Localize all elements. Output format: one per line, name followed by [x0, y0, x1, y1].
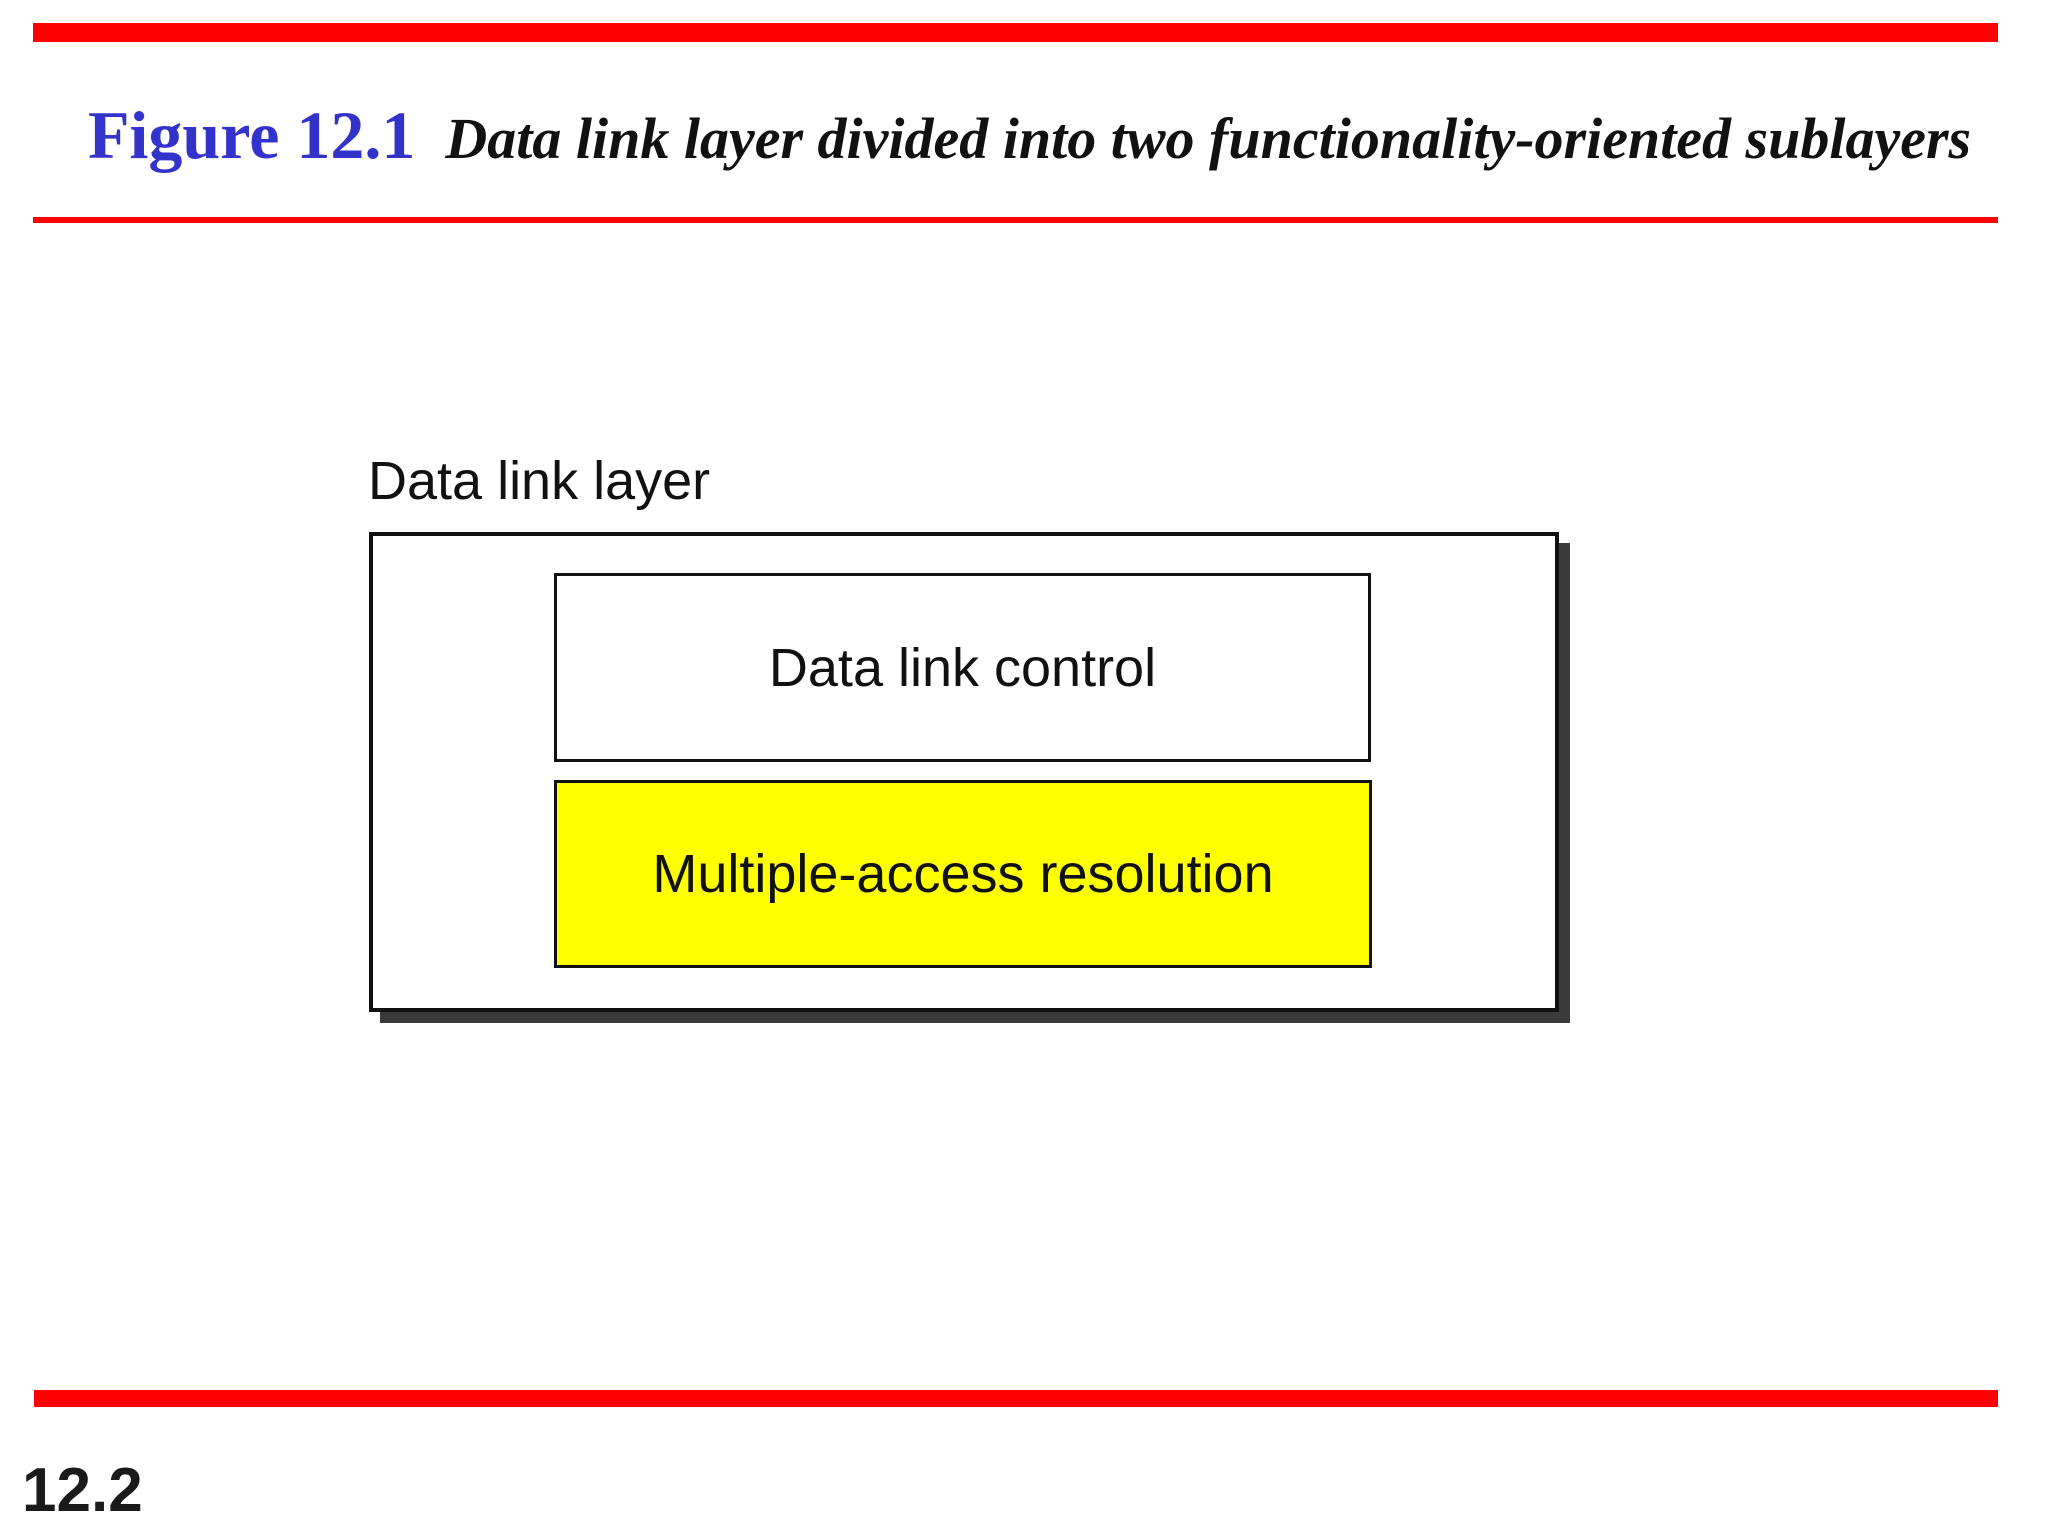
- top-accent-bar: [33, 23, 1998, 42]
- sublayer-box-data-link-control: Data link control: [554, 573, 1371, 762]
- data-link-layer-label: Data link layer: [368, 451, 711, 511]
- bottom-accent-bar: [34, 1390, 1998, 1407]
- figure-title: Figure 12.1 Data link layer divided into…: [88, 96, 1971, 175]
- sublayer-label-data-link-control: Data link control: [768, 637, 1157, 698]
- sublayer-box-multiple-access-resolution: Multiple-access resolution: [554, 780, 1372, 968]
- title-rule: [33, 217, 1998, 223]
- sublayer-label-multiple-access-resolution: Multiple-access resolution: [652, 844, 1274, 904]
- figure-number-label: Figure 12.1: [88, 97, 416, 173]
- page-number: 12.2: [22, 1456, 143, 1525]
- figure-caption: Data link layer divided into two functio…: [445, 106, 1972, 171]
